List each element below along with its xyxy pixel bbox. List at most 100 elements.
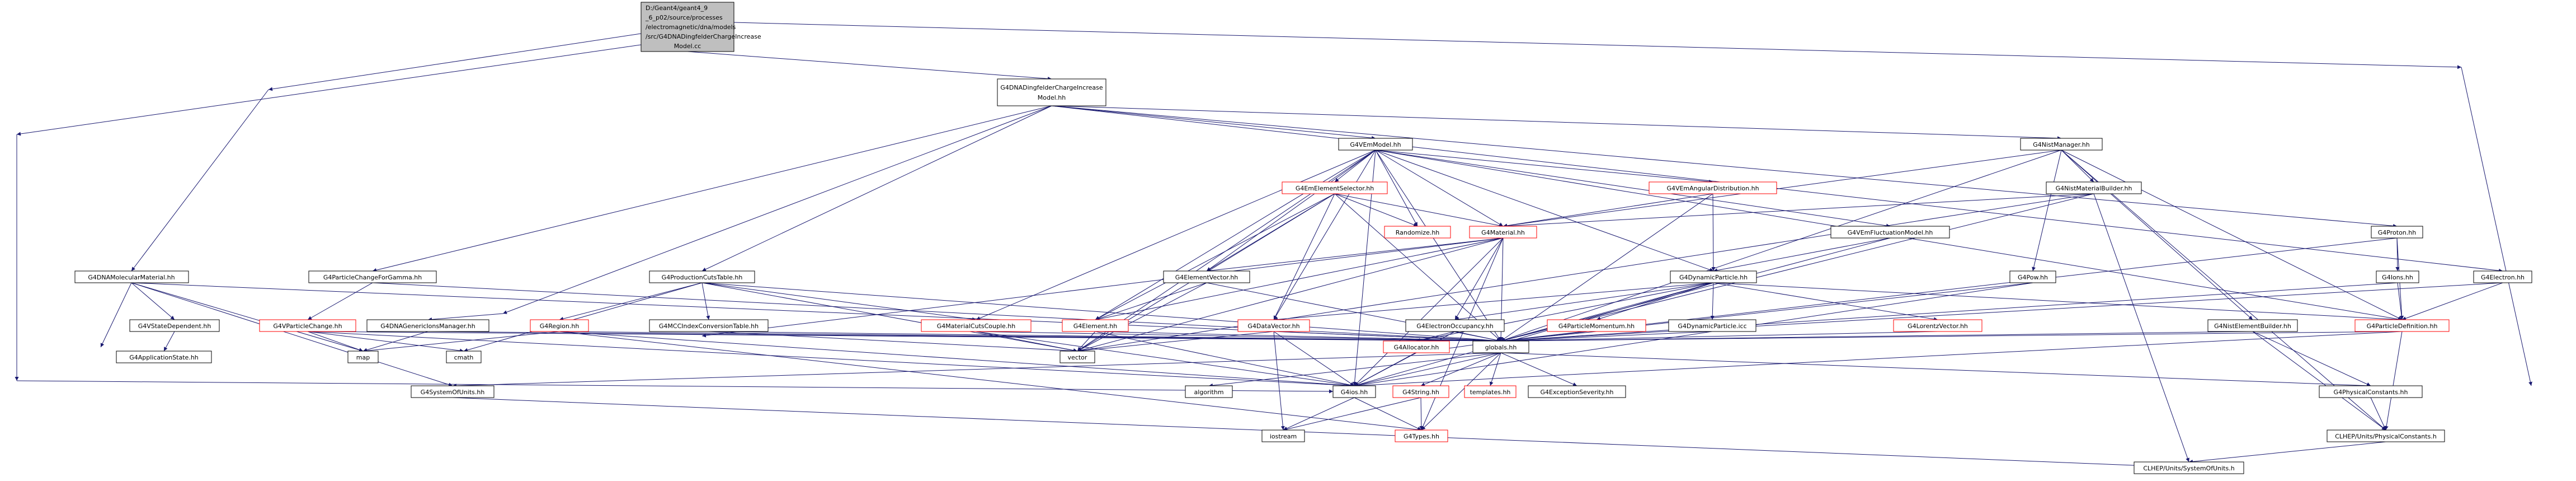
node-sysunits[interactable]: G4SystemOfUnits.hh: [411, 385, 495, 398]
dependency-edge: [131, 282, 175, 320]
dependency-edge: [1354, 282, 2033, 387]
node-label: G4Element.hh: [1073, 323, 1118, 330]
node-vpc[interactable]: G4VParticleChange.hh: [259, 319, 356, 332]
node-molmat[interactable]: G4DNAMolecularMaterial.hh: [74, 270, 189, 283]
dependency-edge: [1503, 150, 2062, 228]
node-elvec[interactable]: G4ElementVector.hh: [1163, 270, 1250, 283]
root-label-line-5: Model.cc: [674, 43, 701, 50]
node-pow[interactable]: G4Pow.hh: [2009, 270, 2056, 283]
node-clhepphys[interactable]: CLHEP/Units/PhysicalConstants.h: [2327, 429, 2445, 442]
dependency-edge: [1077, 237, 1504, 352]
node-algorithm[interactable]: algorithm: [1185, 385, 1233, 398]
node-vang[interactable]: G4VEmAngularDistribution.hh: [1649, 181, 1777, 194]
dependency-edge: [268, 33, 642, 91]
dependency-edge: [1273, 150, 1376, 320]
node-iostream[interactable]: iostream: [1261, 429, 1305, 442]
dependency-edge: [163, 331, 175, 352]
node-ios[interactable]: G4ios.hh: [1332, 385, 1376, 398]
node-rndm[interactable]: Randomize.hh: [1384, 226, 1451, 239]
node-nistb[interactable]: G4NistMaterialBuilder.hh: [2046, 181, 2142, 194]
dependency-edge: [362, 331, 428, 352]
dependency-edge: [1206, 237, 1504, 273]
node-physc[interactable]: G4PhysicalConstants.hh: [2319, 385, 2423, 398]
node-globals[interactable]: globals.hh: [1472, 340, 1529, 353]
dependency-edge: [1500, 331, 2403, 343]
node-label: G4VEmFluctuationModel.hh: [1848, 229, 1933, 236]
dependency-edge: [701, 282, 710, 320]
dependency-edge: [131, 282, 453, 387]
node-pct[interactable]: G4ProductionCutsTable.hh: [649, 270, 755, 283]
dependency-edge: [976, 331, 1078, 353]
dependency-edge: [131, 282, 364, 352]
dependency-edge: [1375, 150, 1713, 184]
node-mat[interactable]: G4Material.hh: [1469, 226, 1537, 239]
node-label: G4DNAGenericIonsManager.hh: [380, 323, 475, 330]
node-label: G4ParticleChangeForGamma.hh: [323, 274, 422, 281]
node-dynicc[interactable]: G4DynamicParticle.icc: [1668, 319, 1756, 332]
dependency-edge: [307, 282, 373, 320]
node-dingfelder-header[interactable]: G4DNADingfelderChargeIncrease Model.hh: [997, 78, 1106, 106]
node-genmgr[interactable]: G4DNAGenericIonsManager.hh: [366, 319, 489, 332]
node-label: G4VEmAngularDistribution.hh: [1666, 185, 1759, 192]
node-exsev[interactable]: G4ExceptionSeverity.hh: [1528, 385, 1626, 398]
dependency-edge: [2252, 331, 2371, 386]
node-nistm[interactable]: G4NistManager.hh: [2020, 138, 2103, 151]
node-dynp[interactable]: G4DynamicParticle.hh: [1670, 270, 1757, 283]
dependency-edge: [1500, 193, 1713, 342]
node-mcc2[interactable]: G4MaterialCutsCouple.hh: [921, 319, 1032, 332]
node-proton[interactable]: G4Proton.hh: [2371, 226, 2423, 239]
dependency-edge: [2061, 150, 2253, 320]
dependency-edge: [1713, 282, 1938, 321]
node-label: G4NistMaterialBuilder.hh: [2056, 185, 2132, 192]
dependency-edge: [976, 150, 1376, 320]
node-root-source-file[interactable]: D:/Geant4/geant4_9 _6_p02/source/process…: [641, 2, 761, 52]
node-lvec[interactable]: G4LorentzVector.hh: [1893, 319, 1982, 332]
dependency-edge: [2032, 150, 2062, 272]
node-label: CLHEP/Units/PhysicalConstants.h: [2335, 433, 2437, 440]
node-dvec[interactable]: G4DataVector.hh: [1237, 319, 1310, 332]
dependency-edge: [976, 331, 1501, 343]
node-clhepsys[interactable]: CLHEP/Units/SystemOfUnits.h: [2134, 461, 2244, 474]
node-label: G4Pow.hh: [2018, 274, 2048, 281]
root-label-line-3: /electromagnetic/dna/models: [646, 24, 736, 31]
dependency-edge: [701, 105, 1052, 272]
node-appstate[interactable]: G4ApplicationState.hh: [116, 351, 212, 363]
node-vfluct[interactable]: G4VEmFluctuationModel.hh: [1830, 226, 1950, 239]
node-pcgamma[interactable]: G4ParticleChangeForGamma.hh: [308, 270, 437, 283]
node-pdef[interactable]: G4ParticleDefinition.hh: [2354, 319, 2450, 332]
node-label: templates.hh: [1470, 389, 1511, 396]
node-label: G4NistElementBuilder.hh: [2214, 323, 2291, 330]
dependency-edge: [1051, 105, 1376, 140]
dependency-edge: [1051, 105, 2062, 141]
node-mcc[interactable]: G4MCCIndexConversionTable.hh: [649, 319, 769, 332]
node-cmath[interactable]: cmath: [446, 351, 482, 363]
node-label: G4ios.hh: [1341, 389, 1368, 396]
node-region[interactable]: G4Region.hh: [530, 319, 589, 332]
node-vsd[interactable]: G4VStateDependent.hh: [129, 319, 220, 332]
node-electron[interactable]: G4Electron.hh: [2473, 270, 2532, 283]
node-ions[interactable]: G4Ions.hh: [2376, 270, 2419, 283]
dependency-edge: [452, 397, 2189, 470]
node-alloc[interactable]: G4Allocator.hh: [1383, 340, 1450, 353]
node-label: Randomize.hh: [1396, 229, 1440, 236]
node-vem[interactable]: G4VEmModel.hh: [1338, 138, 1413, 151]
node-templates[interactable]: templates.hh: [1464, 385, 1517, 398]
node-label: G4VEmModel.hh: [1350, 141, 1401, 148]
dependency-edge: [1273, 282, 1714, 321]
node-nisteb[interactable]: G4NistElementBuilder.hh: [2207, 319, 2298, 332]
dependency-edge: [1500, 331, 1713, 343]
dependency-edge: [307, 331, 1355, 388]
node-label: G4ExceptionSeverity.hh: [1541, 389, 1614, 396]
node-map[interactable]: map: [347, 351, 379, 363]
node-types[interactable]: G4Types.hh: [1395, 429, 1448, 442]
node-label: cmath: [454, 354, 474, 361]
node-vector[interactable]: vector: [1059, 351, 1095, 363]
dependency-edge: [1283, 397, 1421, 431]
dependency-edge: [1416, 331, 1456, 342]
node-elem[interactable]: G4Element.hh: [1062, 319, 1129, 332]
node-label: globals.hh: [1485, 344, 1517, 351]
node-g4string[interactable]: G4String.hh: [1392, 385, 1449, 398]
node-ees[interactable]: G4EmElementSelector.hh: [1282, 181, 1388, 194]
node-pmom[interactable]: G4ParticleMomentum.hh: [1547, 319, 1646, 332]
node-eocc[interactable]: G4ElectronOccupancy.hh: [1405, 319, 1505, 332]
